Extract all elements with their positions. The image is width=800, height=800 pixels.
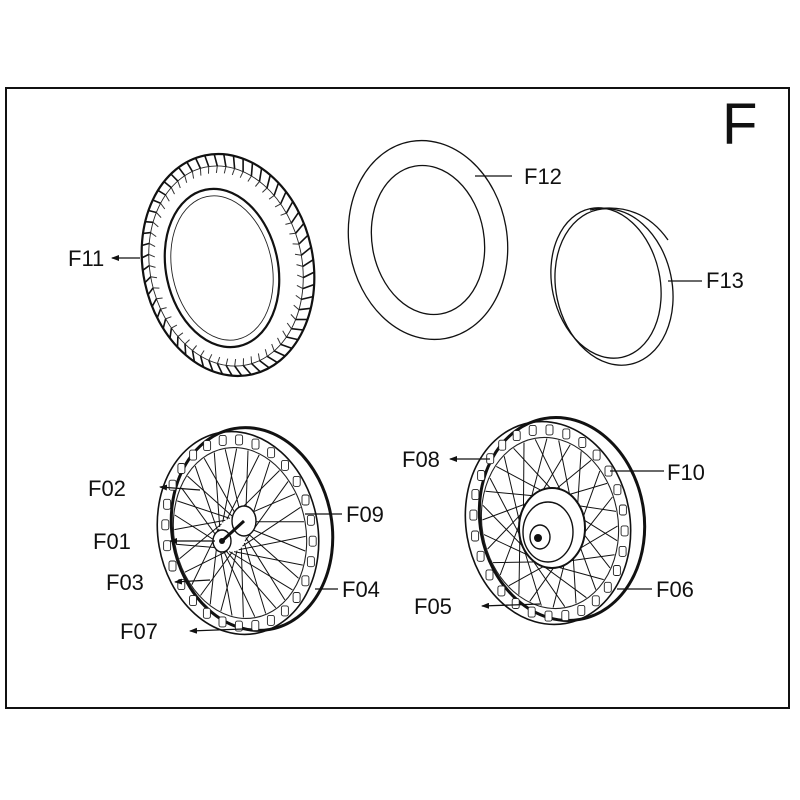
label-f06: F06 [656,577,694,602]
leader-lines [111,175,702,634]
label-f01: F01 [93,529,131,554]
leader-f02 [159,484,201,491]
front-wheel-drawing [156,426,335,636]
leader-f07 [189,627,244,634]
rear-wheel-drawing [464,416,647,626]
label-f09: F09 [346,502,384,527]
label-f05: F05 [414,594,452,619]
label-f13: F13 [706,268,744,293]
part-labels: F11 F12 F13 F02 F01 F03 F07 F09 F04 F08 … [68,164,744,644]
diagram-frame [5,87,790,709]
section-letter: F [722,92,758,157]
rim-strip-drawing [550,207,674,366]
label-f02: F02 [88,476,126,501]
label-f08: F08 [402,447,440,472]
label-f04: F04 [342,577,380,602]
label-f11: F11 [68,246,104,271]
label-f12: F12 [524,164,562,189]
label-f10: F10 [667,460,705,485]
leader-f05 [481,602,541,609]
label-f03: F03 [106,570,144,595]
leader-f03 [174,578,211,585]
label-f07: F07 [120,619,158,644]
inner-tube-drawing [347,139,509,341]
tire-drawing [140,152,316,378]
